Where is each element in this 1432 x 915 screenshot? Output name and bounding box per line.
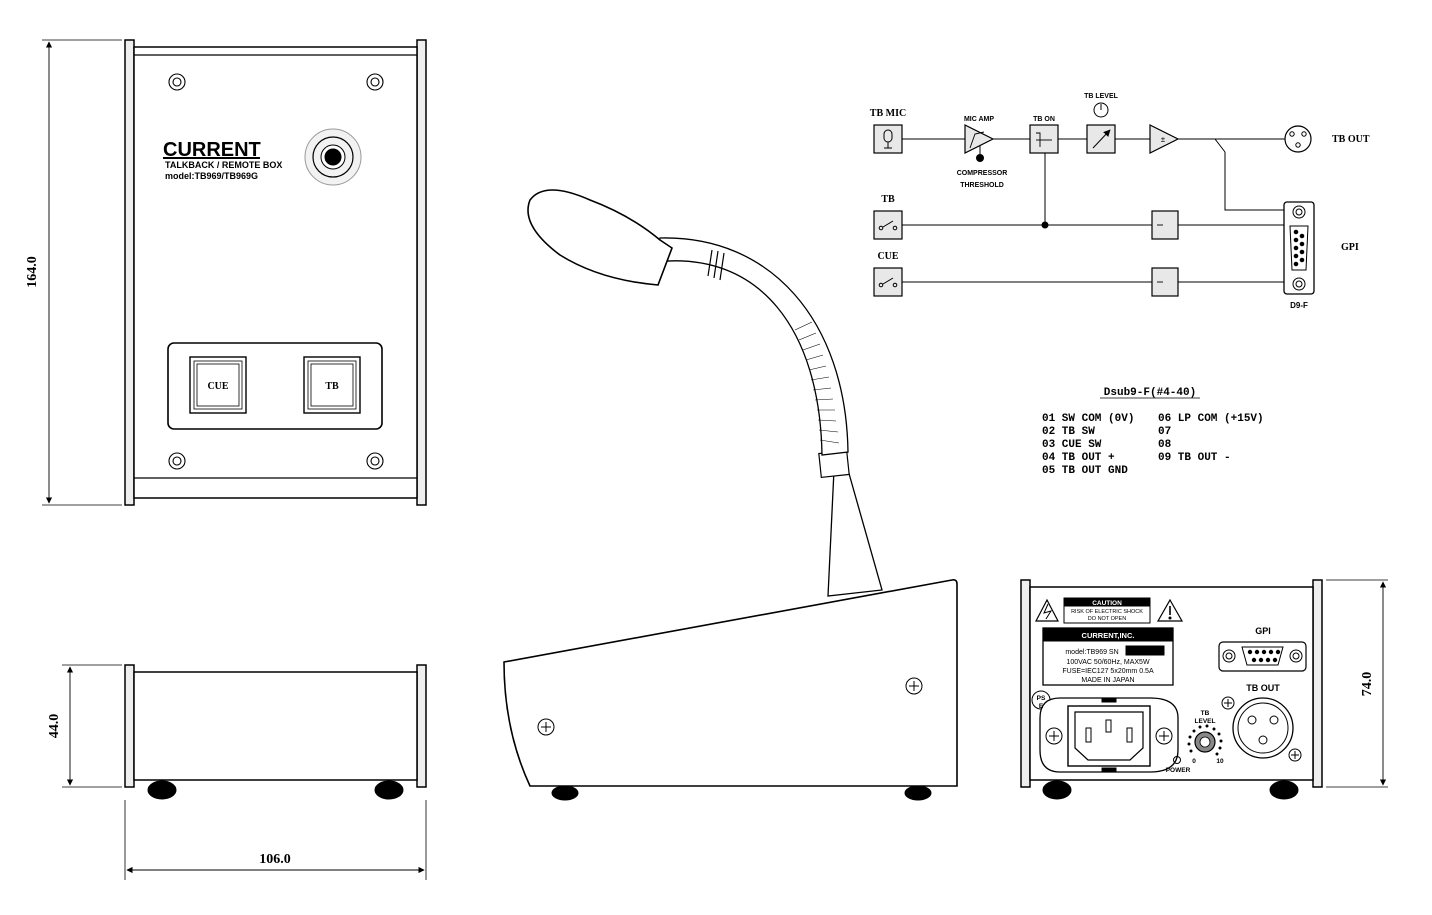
tb-on-block	[1029, 124, 1059, 154]
power-spec: 100VAC 50/60Hz, MAX5W	[1066, 659, 1150, 666]
mic-jack-icon	[304, 128, 362, 186]
side-view	[62, 664, 427, 880]
threshold-label: THRESHOLD	[960, 182, 1004, 189]
tb-switch-block	[873, 210, 903, 240]
product-line: TALKBACK / REMOTE BOX	[165, 160, 282, 170]
tb-out-rear-label: TB OUT	[1246, 683, 1280, 693]
rear-view	[1020, 579, 1388, 800]
power-inlet-icon	[1039, 697, 1179, 773]
tb-level-label: TB LEVEL	[1084, 93, 1119, 100]
brand-logo: CURRENT	[163, 139, 261, 161]
gooseneck-coil	[707, 249, 840, 444]
front-height-dimension: 164.0	[25, 256, 40, 288]
button-panel	[167, 342, 383, 430]
pin-row: 04 TB OUT +	[1042, 452, 1115, 464]
microphone-head	[527, 189, 673, 286]
gpi-rear-label: GPI	[1255, 626, 1271, 636]
mic-amp-block	[964, 124, 995, 154]
width-dimension: 106.0	[259, 852, 291, 867]
pin-row: 05 TB OUT GND	[1042, 465, 1128, 477]
d9f-label: D9-F	[1290, 301, 1308, 310]
caution-line-1: RISK OF ELECTRIC SHOCK	[1071, 609, 1143, 615]
tb-level-knob[interactable]	[1187, 724, 1223, 756]
power-led	[1173, 756, 1181, 764]
fuse-spec: FUSE=IEC127 5x20mm 0.5A	[1062, 668, 1154, 675]
pin-row: 08	[1158, 439, 1172, 451]
tb-mic-label: TB MIC	[870, 108, 906, 119]
company-name: CURRENT,INC.	[1082, 631, 1135, 640]
front-view	[42, 39, 427, 506]
tb-button[interactable]	[303, 356, 361, 414]
pinout-title: Dsub9-F(#4-40)	[1104, 387, 1196, 399]
pinout-table: Dsub9-F(#4-40) 01 SW COM (0V) 02 TB SW 0…	[1042, 387, 1264, 477]
output-amp-block	[1149, 124, 1180, 154]
cue-transistor-block	[1151, 267, 1179, 297]
rear-height-dimension: 74.0	[1360, 672, 1375, 697]
knob-min: 0	[1192, 758, 1196, 765]
screw-icon	[537, 677, 923, 736]
tb-level-label-1: TB	[1201, 710, 1210, 717]
warning-icon	[1156, 598, 1184, 622]
gpi-dsub-icon	[1218, 641, 1307, 672]
side-height-dimension: 44.0	[47, 714, 62, 739]
compressor-label: COMPRESSOR	[957, 170, 1008, 177]
power-label: POWER	[1166, 767, 1191, 774]
pse-mark-bottom: E	[1039, 703, 1044, 710]
cue-button-label: CUE	[207, 381, 228, 392]
cue-button[interactable]	[189, 356, 247, 414]
xlr-output-icon	[1221, 696, 1302, 762]
tb-transistor-block	[1151, 210, 1179, 240]
caution-title: CAUTION	[1092, 600, 1122, 607]
cue-label: CUE	[877, 251, 898, 262]
amp-symbol: ±	[1161, 135, 1166, 144]
gpi-label: GPI	[1341, 242, 1359, 253]
pse-mark-top: PS	[1037, 695, 1046, 702]
knob-max: 10	[1216, 758, 1224, 765]
block-diagram	[873, 102, 1315, 297]
pin-row: 06 LP COM (+15V)	[1158, 413, 1264, 425]
tb-on-label: TB ON	[1033, 116, 1055, 123]
caution-line-2: DO NOT OPEN	[1088, 616, 1126, 622]
mic-amp-label: MIC AMP	[964, 116, 994, 123]
tb-button-label: TB	[325, 381, 339, 392]
high-voltage-icon	[1035, 598, 1059, 622]
tb-out-label: TB OUT	[1332, 134, 1370, 145]
d9-connector-icon	[1283, 201, 1315, 295]
pin-row: 03 CUE SW	[1042, 439, 1102, 451]
cue-switch-block	[873, 267, 903, 297]
tb-label: TB	[881, 194, 895, 205]
screw-icon	[168, 73, 384, 470]
xlr-output-icon	[1284, 125, 1312, 153]
model-serial: model:TB969 SN	[1065, 649, 1118, 656]
tb-mic-block	[873, 124, 903, 154]
pin-row: 02 TB SW	[1042, 426, 1095, 438]
model-label: model:TB969/TB969G	[165, 171, 258, 181]
tb-level-label-2: LEVEL	[1195, 718, 1216, 725]
pin-row: 09 TB OUT -	[1158, 452, 1231, 464]
pin-row: 01 SW COM (0V)	[1042, 413, 1134, 425]
pin-row: 07	[1158, 426, 1171, 438]
made-in: MADE IN JAPAN	[1081, 677, 1134, 684]
gooseneck-side-view	[503, 189, 958, 801]
